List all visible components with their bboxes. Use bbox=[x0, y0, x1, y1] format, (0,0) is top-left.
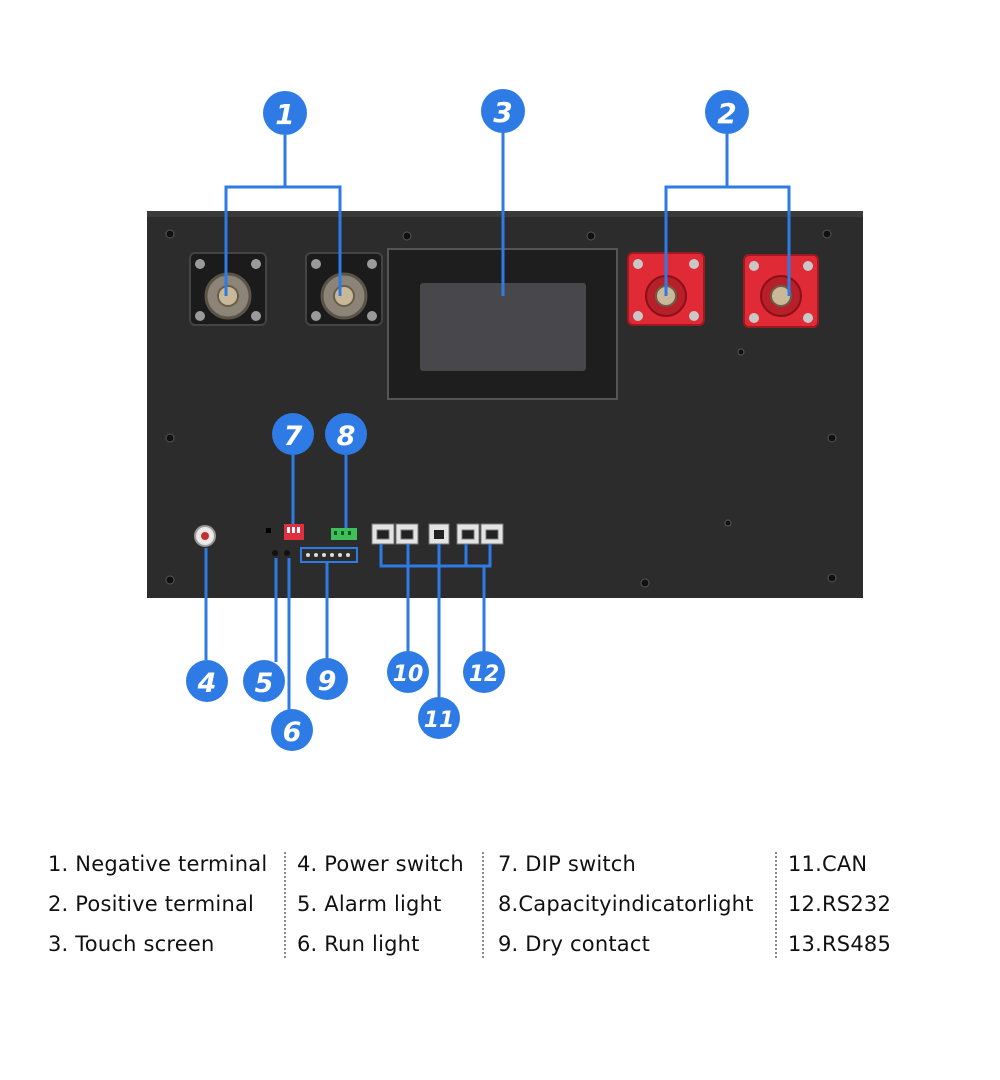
legend-column-1: 1. Negative terminal 2. Positive termina… bbox=[48, 848, 267, 968]
svg-text:6: 6 bbox=[283, 717, 302, 748]
legend-item: 13.RS485 bbox=[788, 932, 892, 956]
callout-badge-1: 1 bbox=[263, 91, 307, 135]
callout-badge-2: 2 bbox=[705, 90, 749, 134]
rj45-ports-left bbox=[371, 523, 419, 545]
legend-item: 7. DIP switch bbox=[498, 852, 637, 876]
callout-badge-5: 5 bbox=[243, 660, 285, 702]
legend-column-4: 11.CAN 12.RS232 13.RS485 bbox=[788, 848, 891, 968]
svg-text:1: 1 bbox=[275, 98, 294, 131]
battery-front-panel-diagram: 1 3 2 7 8 4 5 9 6 10 12 11 bbox=[147, 89, 863, 751]
legend-column-3: 7. DIP switch 8.Capacityindicatorlight 9… bbox=[498, 848, 754, 968]
leader-lines bbox=[204, 130, 791, 712]
legend-divider bbox=[482, 852, 484, 958]
svg-text:9: 9 bbox=[318, 666, 337, 697]
negative-terminal-right bbox=[305, 252, 383, 326]
legend-divider bbox=[775, 852, 777, 958]
svg-text:7: 7 bbox=[284, 421, 303, 452]
svg-text:10: 10 bbox=[393, 662, 424, 687]
callout-badge-4: 4 bbox=[186, 660, 228, 702]
reset-hole bbox=[266, 528, 271, 533]
callout-badge-12: 12 bbox=[463, 651, 505, 693]
rj45-ports-right bbox=[456, 523, 504, 545]
legend-item: 5. Alarm light bbox=[297, 892, 442, 916]
svg-text:11: 11 bbox=[424, 708, 455, 733]
callout-badge-11: 11 bbox=[418, 697, 460, 739]
svg-text:12: 12 bbox=[469, 662, 500, 687]
legend-column-2: 4. Power switch 5. Alarm light 6. Run li… bbox=[297, 848, 464, 968]
callout-badge-7: 7 bbox=[272, 413, 314, 455]
can-port bbox=[428, 523, 450, 545]
capacity-indicator-light bbox=[331, 528, 357, 540]
negative-terminal-left bbox=[189, 252, 267, 326]
legend-item: 11.CAN bbox=[788, 852, 868, 876]
alarm-light bbox=[272, 550, 278, 556]
callout-badge-8: 8 bbox=[325, 413, 367, 455]
legend-divider bbox=[284, 852, 286, 958]
callout-badge-9: 9 bbox=[306, 658, 348, 700]
legend-item: 3. Touch screen bbox=[48, 932, 215, 956]
callout-badge-6: 6 bbox=[271, 709, 313, 751]
legend-item: 8.Capacityindicatorlight bbox=[498, 892, 754, 916]
svg-text:5: 5 bbox=[255, 668, 274, 699]
svg-text:4: 4 bbox=[197, 668, 217, 699]
dry-contact bbox=[300, 547, 358, 563]
legend-item: 9. Dry contact bbox=[498, 932, 651, 956]
svg-text:3: 3 bbox=[493, 96, 512, 129]
positive-terminal-right bbox=[743, 254, 819, 328]
svg-text:2: 2 bbox=[717, 97, 736, 130]
callout-badge-10: 10 bbox=[387, 651, 429, 693]
legend-item: 2. Positive terminal bbox=[48, 892, 255, 916]
legend-item: 12.RS232 bbox=[788, 892, 892, 916]
legend-item: 6. Run light bbox=[297, 932, 420, 956]
run-light bbox=[284, 550, 290, 556]
svg-text:8: 8 bbox=[337, 421, 356, 452]
power-switch bbox=[194, 525, 216, 547]
callout-badge-3: 3 bbox=[481, 89, 525, 133]
dip-switch bbox=[284, 524, 304, 540]
legend: 1. Negative terminal 2. Positive termina… bbox=[0, 848, 1000, 968]
legend-item: 4. Power switch bbox=[297, 852, 464, 876]
legend-item: 1. Negative terminal bbox=[48, 852, 268, 876]
